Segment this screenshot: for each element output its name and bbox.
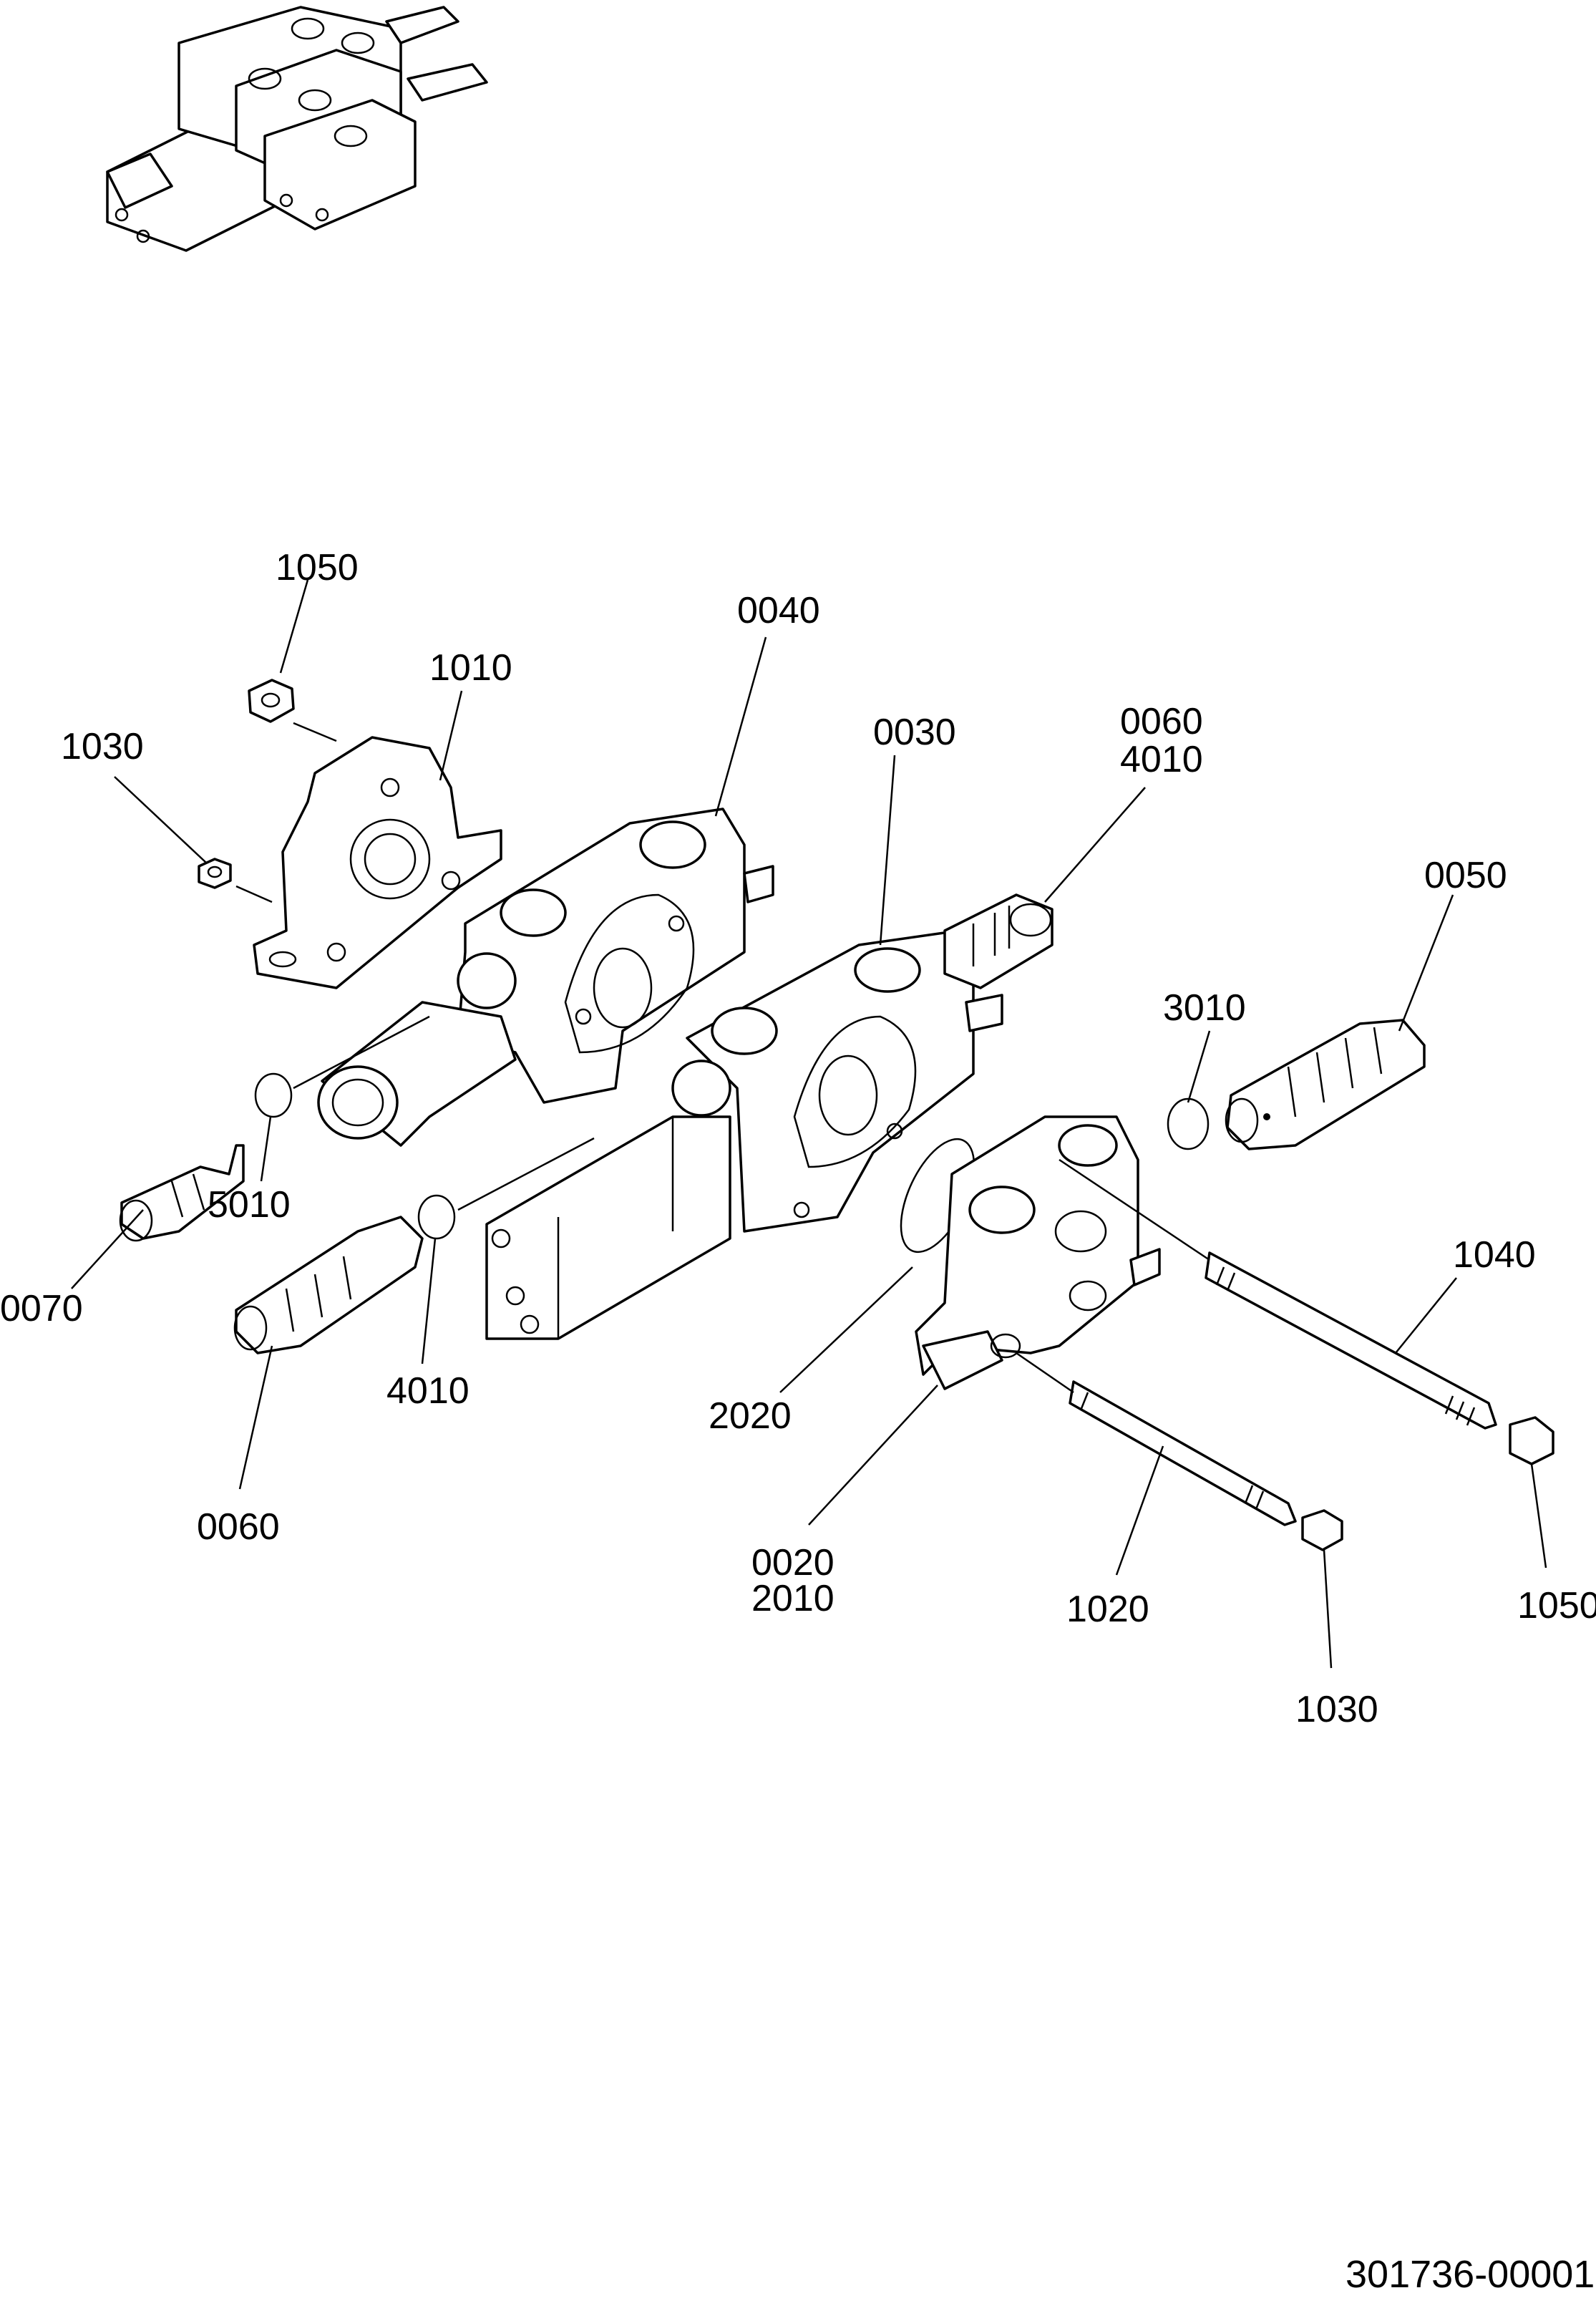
parts-artwork bbox=[119, 679, 1554, 1551]
tie-rod-1040 bbox=[1205, 1251, 1497, 1430]
callout-0050: 0050 bbox=[1424, 855, 1507, 896]
callout-1030-bottom: 1030 bbox=[1295, 1689, 1378, 1730]
overview-thumbnail bbox=[106, 6, 488, 252]
callout-0060-top: 0060 bbox=[1120, 701, 1203, 742]
end-section-0020 bbox=[915, 1115, 1161, 1390]
callout-1020: 1020 bbox=[1066, 1589, 1149, 1630]
callout-2020: 2020 bbox=[709, 1395, 792, 1437]
tie-rod-1020 bbox=[1069, 1380, 1297, 1526]
callout-1050-top: 1050 bbox=[276, 547, 359, 588]
callout-4010-bottom: 4010 bbox=[386, 1370, 469, 1412]
callout-5010: 5010 bbox=[208, 1184, 291, 1226]
oring-4010 bbox=[417, 1194, 456, 1240]
callout-4010-top: 4010 bbox=[1120, 739, 1203, 780]
relief-valve-0050 bbox=[1225, 1019, 1426, 1150]
callout-labels: 1050 1010 0040 1030 0030 0060 4010 0050 … bbox=[0, 547, 1596, 2296]
callout-0030: 0030 bbox=[873, 712, 956, 753]
callout-3010: 3010 bbox=[1163, 987, 1246, 1029]
callout-1030-top: 1030 bbox=[61, 726, 144, 767]
callout-1040: 1040 bbox=[1453, 1234, 1536, 1276]
nut-1050-bottom bbox=[1509, 1416, 1554, 1465]
relief-valve-0060 bbox=[233, 1216, 424, 1354]
end-cover-1010 bbox=[253, 736, 502, 989]
callout-1050-bottom: 1050 bbox=[1517, 1585, 1596, 1626]
callout-0070: 0070 bbox=[0, 1288, 83, 1329]
callout-0020: 0020 bbox=[751, 1542, 835, 1584]
nut-1030-top bbox=[198, 858, 232, 889]
nut-1050-top bbox=[248, 679, 295, 723]
diagram-id: 301736-00001 bbox=[1346, 2253, 1595, 2296]
callout-1010: 1010 bbox=[429, 647, 512, 689]
callout-0040: 0040 bbox=[737, 590, 820, 631]
callout-0060-bottom: 0060 bbox=[197, 1506, 280, 1548]
plug-0070 bbox=[119, 1144, 245, 1242]
leader-lines bbox=[71, 579, 1547, 1669]
valve-section-0030 bbox=[485, 893, 1054, 1340]
oring-5010 bbox=[254, 1072, 293, 1118]
nut-1030-bottom bbox=[1301, 1509, 1343, 1551]
oring-3010 bbox=[1167, 1097, 1210, 1150]
valve-section-0040 bbox=[317, 808, 774, 1147]
callout-2010: 2010 bbox=[751, 1578, 835, 1619]
